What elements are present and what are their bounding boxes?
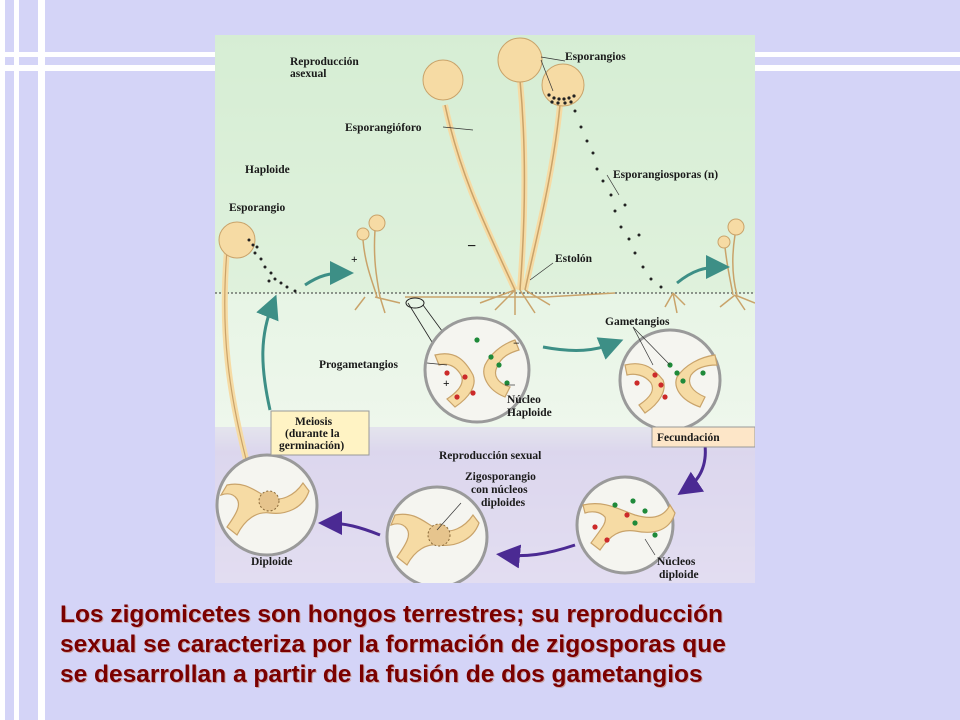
circle-gametangia bbox=[618, 328, 722, 432]
label-meiosis-1: Meiosis bbox=[295, 416, 333, 428]
arrow-meiosis-up bbox=[256, 294, 279, 411]
zoom-line-b bbox=[422, 304, 446, 336]
label-reproduccion-sexual: Reproducción sexual bbox=[439, 450, 541, 462]
label-reproduccion-asexual-2: asexual bbox=[290, 68, 326, 80]
caption-line-2: sexual se caracteriza por la formación d… bbox=[60, 631, 726, 658]
deco-vertical-line-2 bbox=[14, 0, 19, 720]
arrow-to-gametangia bbox=[542, 337, 624, 360]
zoom-origin bbox=[405, 297, 425, 309]
germinating-zygospore bbox=[258, 490, 280, 512]
arrow-to-diploid bbox=[318, 511, 381, 537]
label-esporangio: Esporangio bbox=[229, 202, 285, 214]
label-nucleo-2: Haploide bbox=[507, 407, 552, 419]
label-nucleo-1: Núcleo bbox=[507, 394, 541, 406]
zygomycete-life-cycle-diagram: Reproducción asexual Esporangios Esporan… bbox=[215, 35, 755, 583]
asexual-band bbox=[215, 35, 755, 293]
sporangium-center bbox=[497, 37, 543, 83]
progametangia-hyphae bbox=[434, 339, 520, 408]
arrow-to-germling bbox=[304, 261, 354, 287]
label-nucleos-1: Núcleos bbox=[657, 556, 696, 568]
arrow-to-zygosporangium bbox=[496, 543, 576, 569]
caption-line-1: Los zigomicetes son hongos terrestres; s… bbox=[60, 601, 723, 628]
label-minus: − bbox=[467, 238, 476, 255]
label-circle-plus: + bbox=[443, 378, 450, 390]
label-circle-minus: − bbox=[513, 338, 520, 350]
label-reproduccion-asexual-1: Reproducción bbox=[290, 56, 359, 68]
haploid-sporangium bbox=[218, 221, 256, 259]
germling-plus-sporangium-b bbox=[356, 227, 370, 241]
label-zigosporangio-3: diploides bbox=[481, 497, 526, 509]
haploid-spores bbox=[247, 238, 297, 293]
deco-vertical-line-3 bbox=[38, 0, 45, 720]
label-nucleos-2: diploide bbox=[659, 569, 699, 581]
label-estolon: Estolón bbox=[555, 253, 593, 265]
fused-nuclei bbox=[592, 498, 658, 543]
label-plus: + bbox=[351, 254, 358, 266]
germling-right-sporangium-b bbox=[717, 235, 731, 249]
germling-plus-sporangium-a bbox=[368, 214, 386, 232]
label-zigosporangio-2: con núcleos bbox=[471, 484, 528, 496]
sporangium-left bbox=[422, 59, 464, 101]
zygospore bbox=[427, 523, 451, 547]
slide-caption: Los zigomicetes son hongos terrestres; s… bbox=[60, 600, 940, 690]
fecundation-box bbox=[651, 426, 755, 448]
label-zigosporangio-1: Zigosporangio bbox=[465, 471, 536, 483]
label-esporangios: Esporangios bbox=[565, 51, 626, 63]
label-meiosis-2: (durante la bbox=[285, 428, 340, 440]
stolon-roots bbox=[405, 289, 616, 315]
meiosis-box bbox=[270, 410, 370, 456]
label-progametangios: Progametangios bbox=[319, 359, 399, 371]
progametangia-nuclei bbox=[444, 337, 510, 400]
label-esporangiosporas: Esporangiosporas (n) bbox=[613, 169, 718, 181]
label-diploide: Diploide bbox=[251, 556, 293, 568]
label-fecundacion: Fecundación bbox=[657, 432, 720, 444]
label-haploide: Haploide bbox=[245, 164, 290, 176]
sporangiophores bbox=[442, 79, 563, 292]
life-cycle-svg: Reproducción asexual Esporangios Esporan… bbox=[215, 35, 755, 583]
germling-plus bbox=[354, 229, 401, 314]
dispersing-spores bbox=[573, 109, 663, 289]
caption-line-3: se desarrollan a partir de la fusión de … bbox=[60, 661, 703, 688]
arrow-to-right-germling bbox=[676, 255, 730, 285]
label-gametangios: Gametangios bbox=[605, 316, 670, 328]
arrow-fecundation bbox=[677, 444, 707, 495]
leader-lines bbox=[426, 56, 671, 556]
label-meiosis-3: germinación) bbox=[279, 440, 344, 452]
deco-vertical-line-1 bbox=[0, 0, 5, 720]
label-esporangioforo: Esporangióforo bbox=[345, 122, 422, 134]
germling-right-sporangium-a bbox=[727, 218, 745, 236]
sporangium-spores bbox=[547, 93, 576, 105]
germling-center-right bbox=[664, 292, 686, 314]
